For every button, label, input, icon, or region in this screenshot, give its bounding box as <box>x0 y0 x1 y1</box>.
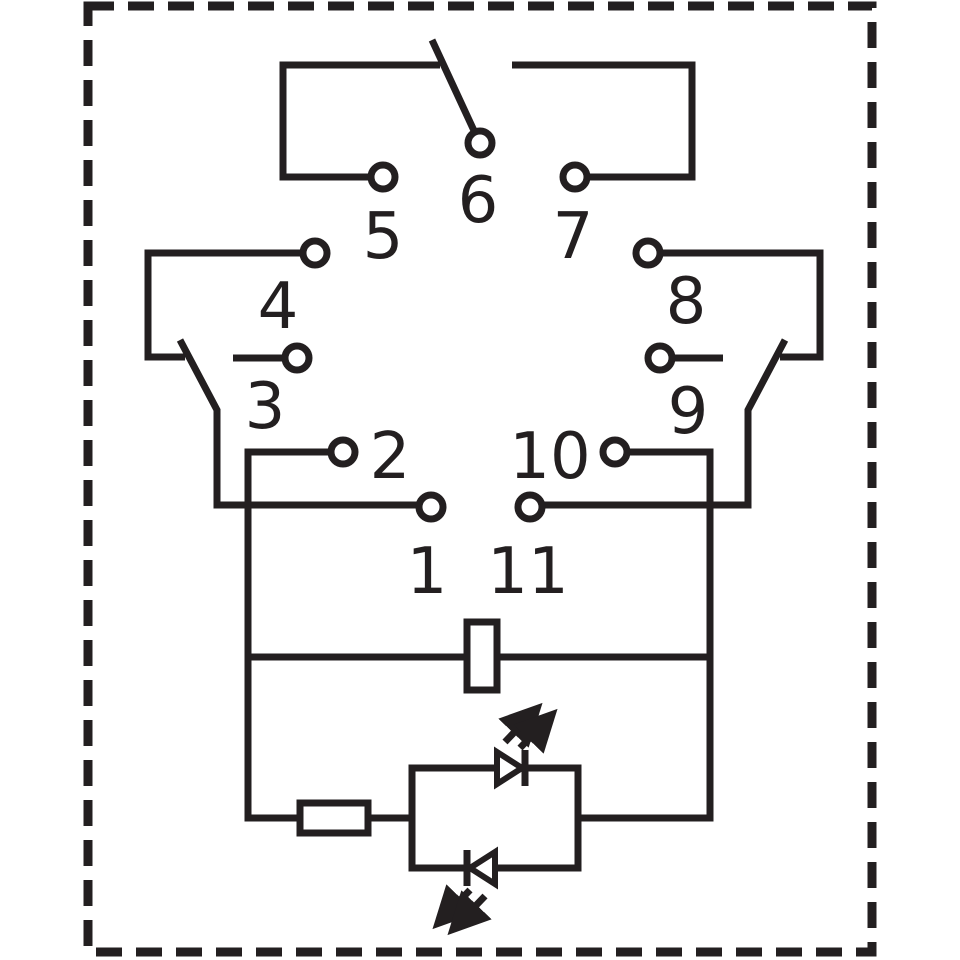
terminal-2 <box>327 436 359 468</box>
led-reverse <box>432 846 498 936</box>
coil <box>463 618 501 694</box>
terminal-5 <box>367 161 399 193</box>
switch-left <box>144 249 420 509</box>
terminal-9 <box>644 342 676 374</box>
terminal-8 <box>632 237 664 269</box>
label-10: 10 <box>509 420 590 494</box>
terminal-6 <box>464 127 496 159</box>
label-1: 1 <box>407 535 448 609</box>
switch-top <box>279 38 696 181</box>
label-9: 9 <box>668 375 709 449</box>
terminal-3 <box>281 342 313 374</box>
label-6: 6 <box>458 164 499 238</box>
resistor <box>296 799 372 837</box>
label-8: 8 <box>666 265 707 339</box>
label-7: 7 <box>553 200 594 274</box>
switch-right <box>540 249 824 509</box>
label-4: 4 <box>258 270 299 344</box>
terminal-7 <box>559 161 591 193</box>
terminal-4 <box>299 237 331 269</box>
terminal-10 <box>599 436 631 468</box>
coil-circuit <box>244 448 714 872</box>
led-forward <box>494 702 558 790</box>
terminal-1 <box>415 491 447 523</box>
label-2: 2 <box>370 420 411 494</box>
label-11: 11 <box>487 535 568 609</box>
label-5: 5 <box>363 200 404 274</box>
label-3: 3 <box>245 370 286 444</box>
enclosure-border <box>83 1 877 957</box>
terminal-11 <box>514 491 546 523</box>
